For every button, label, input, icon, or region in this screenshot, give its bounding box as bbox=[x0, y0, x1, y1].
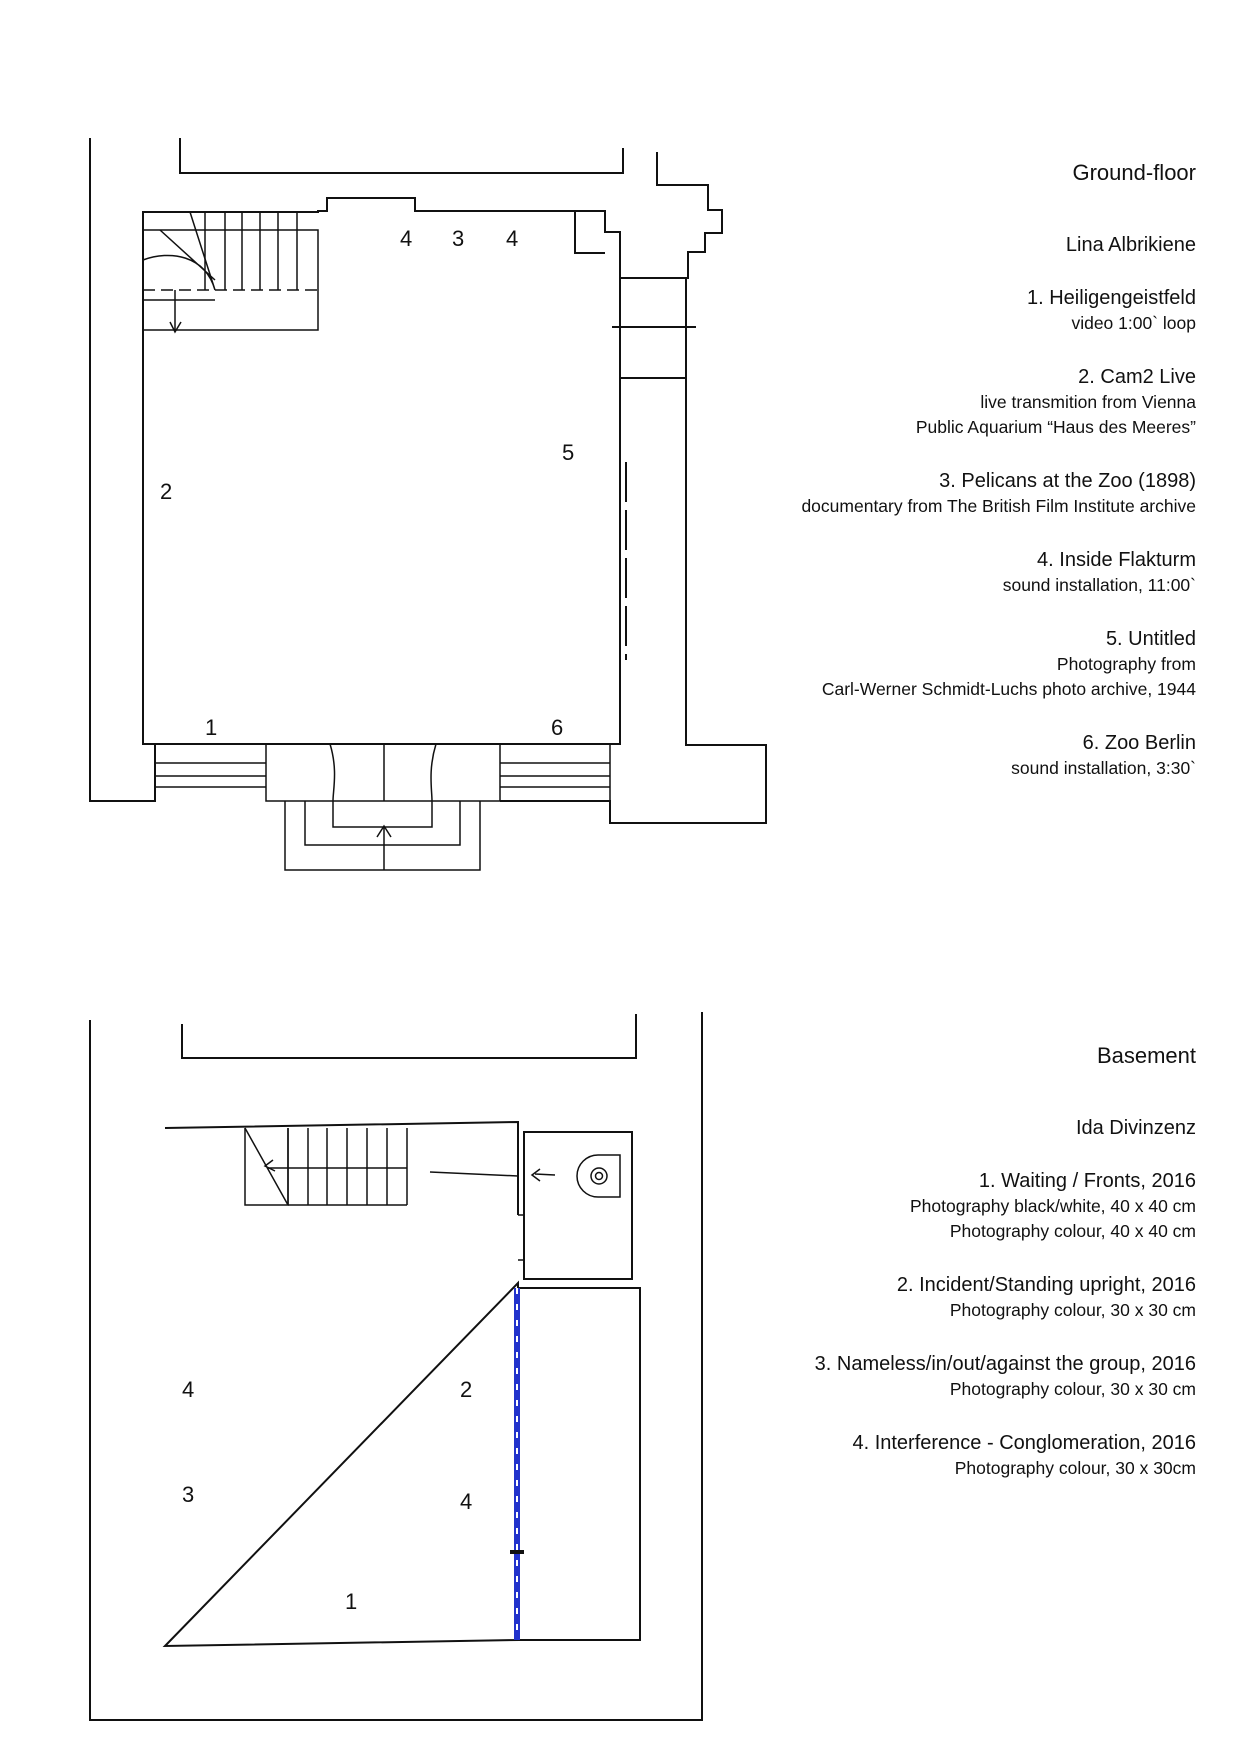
ground-marker-1: 1 bbox=[205, 715, 217, 740]
work-detail: documentary from The British Film Instit… bbox=[801, 496, 1196, 516]
basement-staircase bbox=[244, 1127, 556, 1206]
ground-floor-legend: Ground-floor Lina Albrikiene 1. Heiligen… bbox=[636, 160, 1196, 781]
work-entry: 2. Cam2 Live live transmition from Vienna… bbox=[636, 364, 1196, 440]
work-title: 2. Incident/Standing upright, 2016 bbox=[896, 1274, 1196, 1296]
work-detail: Photography colour, 30 x 30 cm bbox=[949, 1379, 1196, 1399]
work-detail: video 1:00` loop bbox=[1071, 313, 1196, 333]
work-entry: 3. Nameless/in/out/against the group, 20… bbox=[636, 1351, 1196, 1402]
basement-marker-3: 3 bbox=[182, 1482, 194, 1507]
ground-entrance-steps bbox=[154, 743, 611, 871]
work-title: 5. Untitled bbox=[1105, 628, 1196, 650]
basement-marker-1: 1 bbox=[345, 1589, 357, 1614]
work-title: 6. Zoo Berlin bbox=[1082, 732, 1196, 754]
work-detail: Photography black/white, 40 x 40 cm bbox=[910, 1196, 1196, 1216]
ground-marker-2: 2 bbox=[160, 479, 172, 504]
ground-marker-4b: 4 bbox=[506, 226, 518, 251]
basement-plan bbox=[89, 1012, 703, 1721]
work-title: 1. Waiting / Fronts, 2016 bbox=[978, 1170, 1196, 1192]
basement-side-room bbox=[523, 1131, 633, 1280]
basement-door bbox=[518, 1214, 524, 1261]
basement-plan-markers: 4 2 3 4 1 bbox=[182, 1377, 472, 1614]
work-title: 3. Nameless/in/out/against the group, 20… bbox=[814, 1353, 1196, 1375]
ground-marker-3: 3 bbox=[452, 226, 464, 251]
ground-plan-markers: 4 3 4 5 2 1 6 bbox=[160, 226, 574, 740]
ground-top-block bbox=[179, 138, 624, 174]
work-title: 3. Pelicans at the Zoo (1898) bbox=[939, 470, 1196, 492]
ground-floor-works: 1. Heiligengeistfeld video 1:00` loop 2. C… bbox=[636, 285, 1196, 781]
ground-niche bbox=[574, 212, 605, 254]
work-detail: Carl-Werner Schmidt-Luchs photo archive,… bbox=[821, 679, 1196, 699]
ground-main-room bbox=[142, 197, 621, 745]
work-title: 4. Inside Flakturm bbox=[1037, 549, 1196, 571]
ground-floor-plan bbox=[89, 138, 767, 871]
basement-lower-room bbox=[518, 1287, 641, 1641]
work-title: 1. Heiligengeistfeld bbox=[1027, 287, 1196, 309]
sink-fixture bbox=[576, 1154, 621, 1198]
work-title: 4. Interference - Conglomeration, 2016 bbox=[852, 1432, 1196, 1454]
basement-top-block bbox=[181, 1014, 637, 1059]
work-detail: Public Aquarium “Haus des Meeres” bbox=[915, 417, 1196, 437]
ground-staircase bbox=[142, 211, 319, 334]
work-detail: Photography from bbox=[1056, 654, 1196, 674]
basement-artist: Ida Divinzenz bbox=[1075, 1117, 1196, 1139]
ground-right-stepped-wall bbox=[656, 152, 723, 279]
work-entry: 1. Heiligengeistfeld video 1:00` loop bbox=[636, 285, 1196, 336]
basement-marker-2: 2 bbox=[460, 1377, 472, 1402]
basement-marker-4a: 4 bbox=[182, 1377, 194, 1402]
work-detail: Photography colour, 30 x 30cm bbox=[954, 1458, 1196, 1478]
work-detail: Photography colour, 40 x 40 cm bbox=[949, 1221, 1196, 1241]
basement-blue-partition bbox=[510, 1288, 524, 1640]
ground-marker-4a: 4 bbox=[400, 226, 412, 251]
work-detail: live transmition from Vienna bbox=[980, 392, 1196, 412]
ground-marker-6: 6 bbox=[551, 715, 563, 740]
work-entry: 3. Pelicans at the Zoo (1898) documentary… bbox=[636, 468, 1196, 519]
work-entry: 6. Zoo Berlin sound installation, 3:30` bbox=[636, 730, 1196, 781]
work-title: 2. Cam2 Live bbox=[1078, 366, 1196, 388]
ground-floor-title: Ground-floor bbox=[1072, 160, 1196, 185]
work-entry: 4. Inside Flakturm sound installation, 11… bbox=[636, 547, 1196, 598]
work-detail: Photography colour, 30 x 30 cm bbox=[949, 1300, 1196, 1320]
basement-outer-wall bbox=[89, 1012, 703, 1721]
ground-outer-wall bbox=[89, 138, 156, 802]
basement-marker-4b: 4 bbox=[460, 1489, 472, 1514]
work-detail: sound installation, 11:00` bbox=[1002, 575, 1196, 595]
ground-floor-artist: Lina Albrikiene bbox=[1065, 234, 1196, 256]
work-detail: sound installation, 3:30` bbox=[1011, 758, 1196, 778]
basement-title: Basement bbox=[1096, 1043, 1196, 1068]
basement-legend: Basement Ida Divinzenz 1. Waiting / Fron… bbox=[636, 1043, 1196, 1481]
ground-marker-5: 5 bbox=[562, 440, 574, 465]
